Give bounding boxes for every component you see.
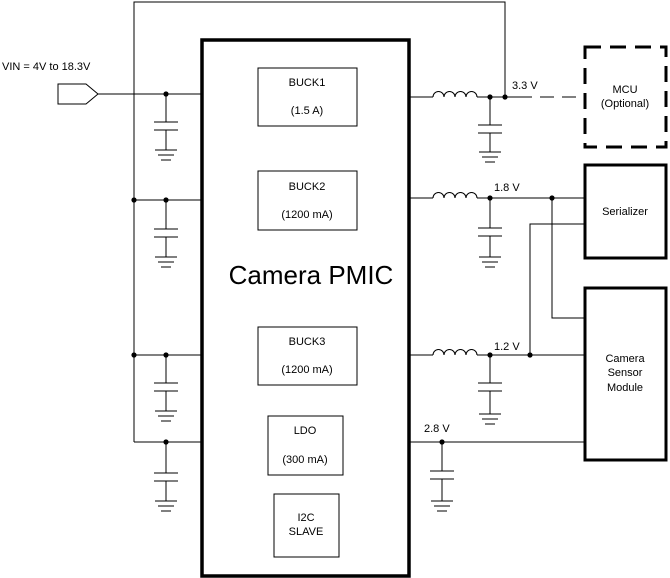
buck2-rating: (1200 mA) [281,209,332,221]
junction-dot [131,352,137,358]
junction-dot [131,197,137,203]
buck1-block: BUCK1 (1.5 A) [257,67,358,127]
inductors [432,91,478,356]
inductor-icon [432,349,478,356]
rail-1v2-label: 1.2 V [494,341,520,353]
input-capacitors [154,94,178,512]
mcu-optional-label: (Optional) [601,98,649,110]
i2c-line1: I2C [297,512,314,524]
camera-pmic-box [200,38,411,578]
ldo-rating: (300 mA) [282,454,327,466]
rail-3v3-label: 3.3 V [512,80,538,92]
junction-dot [502,94,508,100]
pmic-title: Camera PMIC [229,260,394,290]
rail-1v8-label: 1.8 V [494,182,520,194]
i2c-line2: SLAVE [289,526,324,538]
ldo-name: LDO [294,425,317,437]
buck3-name: BUCK3 [289,336,326,348]
output-capacitors [430,97,502,512]
buck2-block: BUCK2 (1200 mA) [257,170,358,231]
buck2-name: BUCK2 [289,181,326,193]
sensor-line2: Sensor [608,367,643,379]
junction-dot [549,195,555,201]
mcu-label: MCU [612,84,637,96]
i2c-slave-block: I2C SLAVE [273,493,340,558]
buck1-rating: (1.5 A) [291,105,323,117]
vin-label: VIN = 4V to 18.3V [2,61,91,73]
sensor-line1: Camera [605,353,645,365]
inductor-icon [432,91,478,98]
mcu-block: MCU (Optional) [583,45,668,149]
buck1-name: BUCK1 [289,77,326,89]
serializer-label: Serializer [602,206,648,218]
buck3-block: BUCK3 (1200 mA) [257,326,358,386]
buck3-rating: (1200 mA) [281,364,332,376]
serializer-block: Serializer [583,163,668,260]
sensor-line3: Module [607,382,643,394]
ldo-block: LDO (300 mA) [267,415,344,476]
junction-dot [527,352,533,358]
inductor-icon [432,192,478,199]
camera-sensor-module-block: Camera Sensor Module [583,286,668,462]
rail-2v8-label: 2.8 V [424,423,450,435]
